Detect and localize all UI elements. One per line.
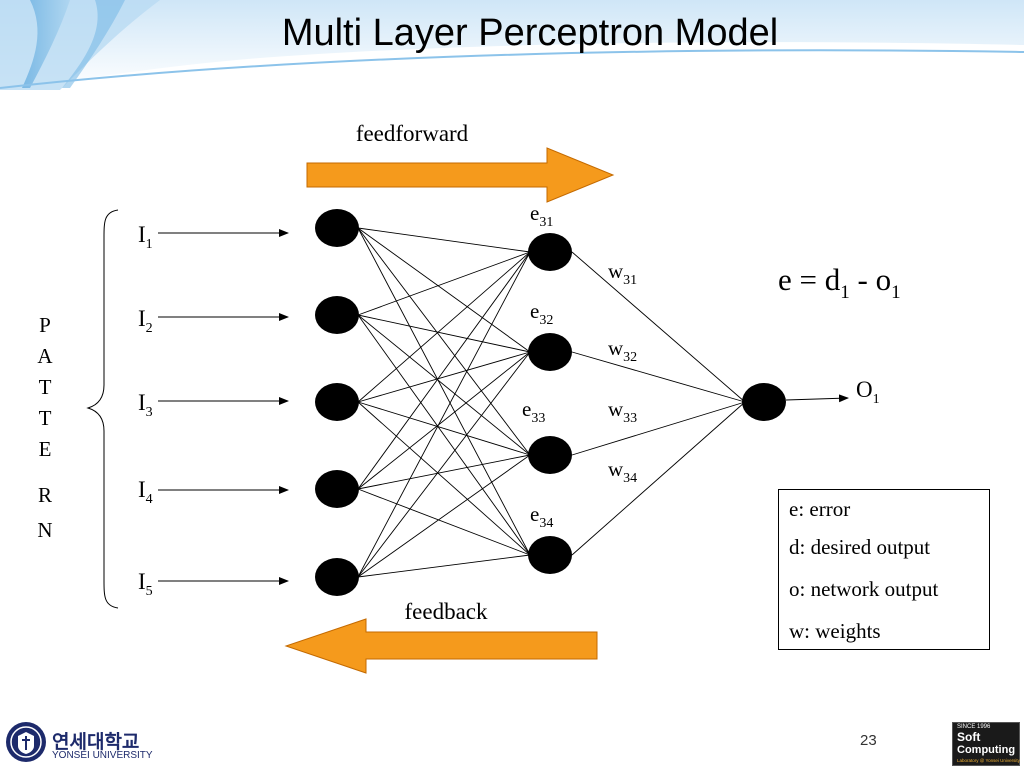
- input-label: I5: [138, 569, 153, 599]
- soft-computing-lab-logo: SINCE 1996 Soft Computing Laboratory @ Y…: [952, 722, 1020, 766]
- error-label: e33: [522, 397, 545, 426]
- legend-line: o: network output: [789, 577, 939, 601]
- page-number: 23: [860, 732, 877, 749]
- pattern-letter: A: [37, 344, 53, 368]
- lab-computing-text: Computing: [957, 744, 1016, 756]
- hidden-node: [528, 436, 572, 474]
- hidden-output-connections: [571, 251, 746, 556]
- feedback-arrow: [284, 618, 598, 674]
- lab-soft-text: Soft: [957, 730, 981, 744]
- input-node: [315, 470, 359, 508]
- feedforward-label: feedforward: [356, 121, 469, 146]
- input-node: [315, 296, 359, 334]
- weight-label: w31: [608, 259, 637, 288]
- lab-affiliation-text: Laboratory @ Yonsei University: [957, 758, 1020, 763]
- input-label: I2: [138, 306, 153, 336]
- pattern-letter: P: [39, 313, 51, 337]
- title-banner: [0, 0, 1024, 90]
- legend-line: d: desired output: [789, 535, 931, 559]
- weight-label: w32: [608, 336, 637, 365]
- error-equation: e = d1 - o1: [778, 262, 901, 303]
- input-label: I1: [138, 222, 153, 252]
- hidden-node: [528, 233, 572, 271]
- pattern-letter: T: [39, 375, 52, 399]
- lab-since-text: SINCE 1996: [957, 724, 991, 730]
- input-node: [315, 383, 359, 421]
- pattern-label: P A T T E R N: [37, 313, 53, 542]
- error-label: e32: [530, 299, 553, 328]
- input-node: [315, 558, 359, 596]
- input-label: I3: [138, 390, 153, 420]
- university-name-korean: 연세대학교: [52, 731, 140, 753]
- slide-title: Multi Layer Perceptron Model: [281, 12, 779, 54]
- yonsei-emblem: [6, 722, 46, 762]
- weight-label: w33: [608, 397, 637, 426]
- feedback-label: feedback: [405, 599, 488, 624]
- legend-line: w: weights: [789, 619, 881, 643]
- error-label: e34: [530, 502, 553, 531]
- output-label: O1: [856, 377, 880, 407]
- input-node: [315, 209, 359, 247]
- hidden-node: [528, 333, 572, 371]
- pattern-letter: N: [37, 518, 52, 542]
- legend-box: e: error d: desired output o: network ou…: [778, 489, 990, 650]
- pattern-letter: R: [38, 483, 52, 507]
- pattern-letter: T: [39, 406, 52, 430]
- hidden-node: [528, 536, 572, 574]
- input-label: I4: [138, 477, 153, 507]
- input-hidden-connections: [357, 227, 531, 578]
- university-name-english: YONSEI UNIVERSITY: [52, 750, 153, 761]
- output-arrow: [785, 394, 849, 403]
- legend-line: e: error: [789, 497, 851, 521]
- pattern-letter: E: [39, 437, 52, 461]
- output-node: [742, 383, 786, 421]
- weight-label: w34: [608, 457, 637, 486]
- feedforward-arrow: [306, 147, 615, 203]
- pattern-brace: [86, 209, 119, 609]
- error-label: e31: [530, 201, 553, 230]
